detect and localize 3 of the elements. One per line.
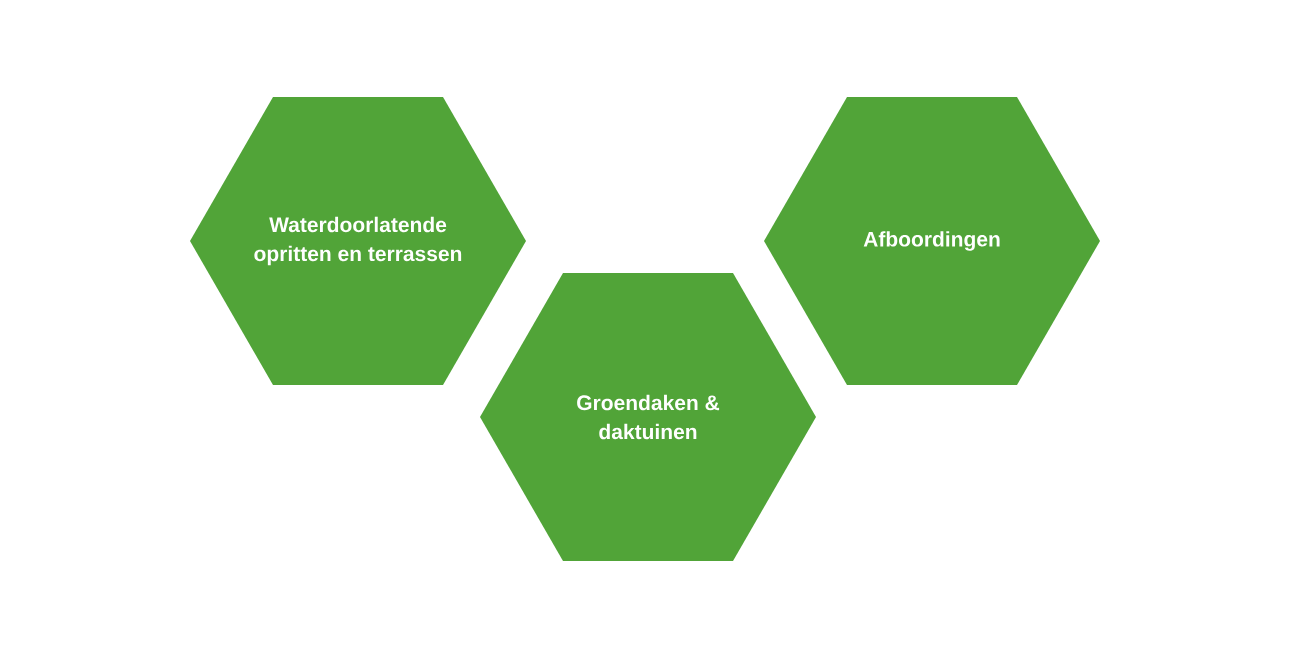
- hexagon: Afboordingen: [764, 97, 1100, 385]
- hexagon: Groendaken & daktuinen: [480, 273, 816, 561]
- hexagon: Waterdoorlatende opritten en terrassen: [190, 97, 526, 385]
